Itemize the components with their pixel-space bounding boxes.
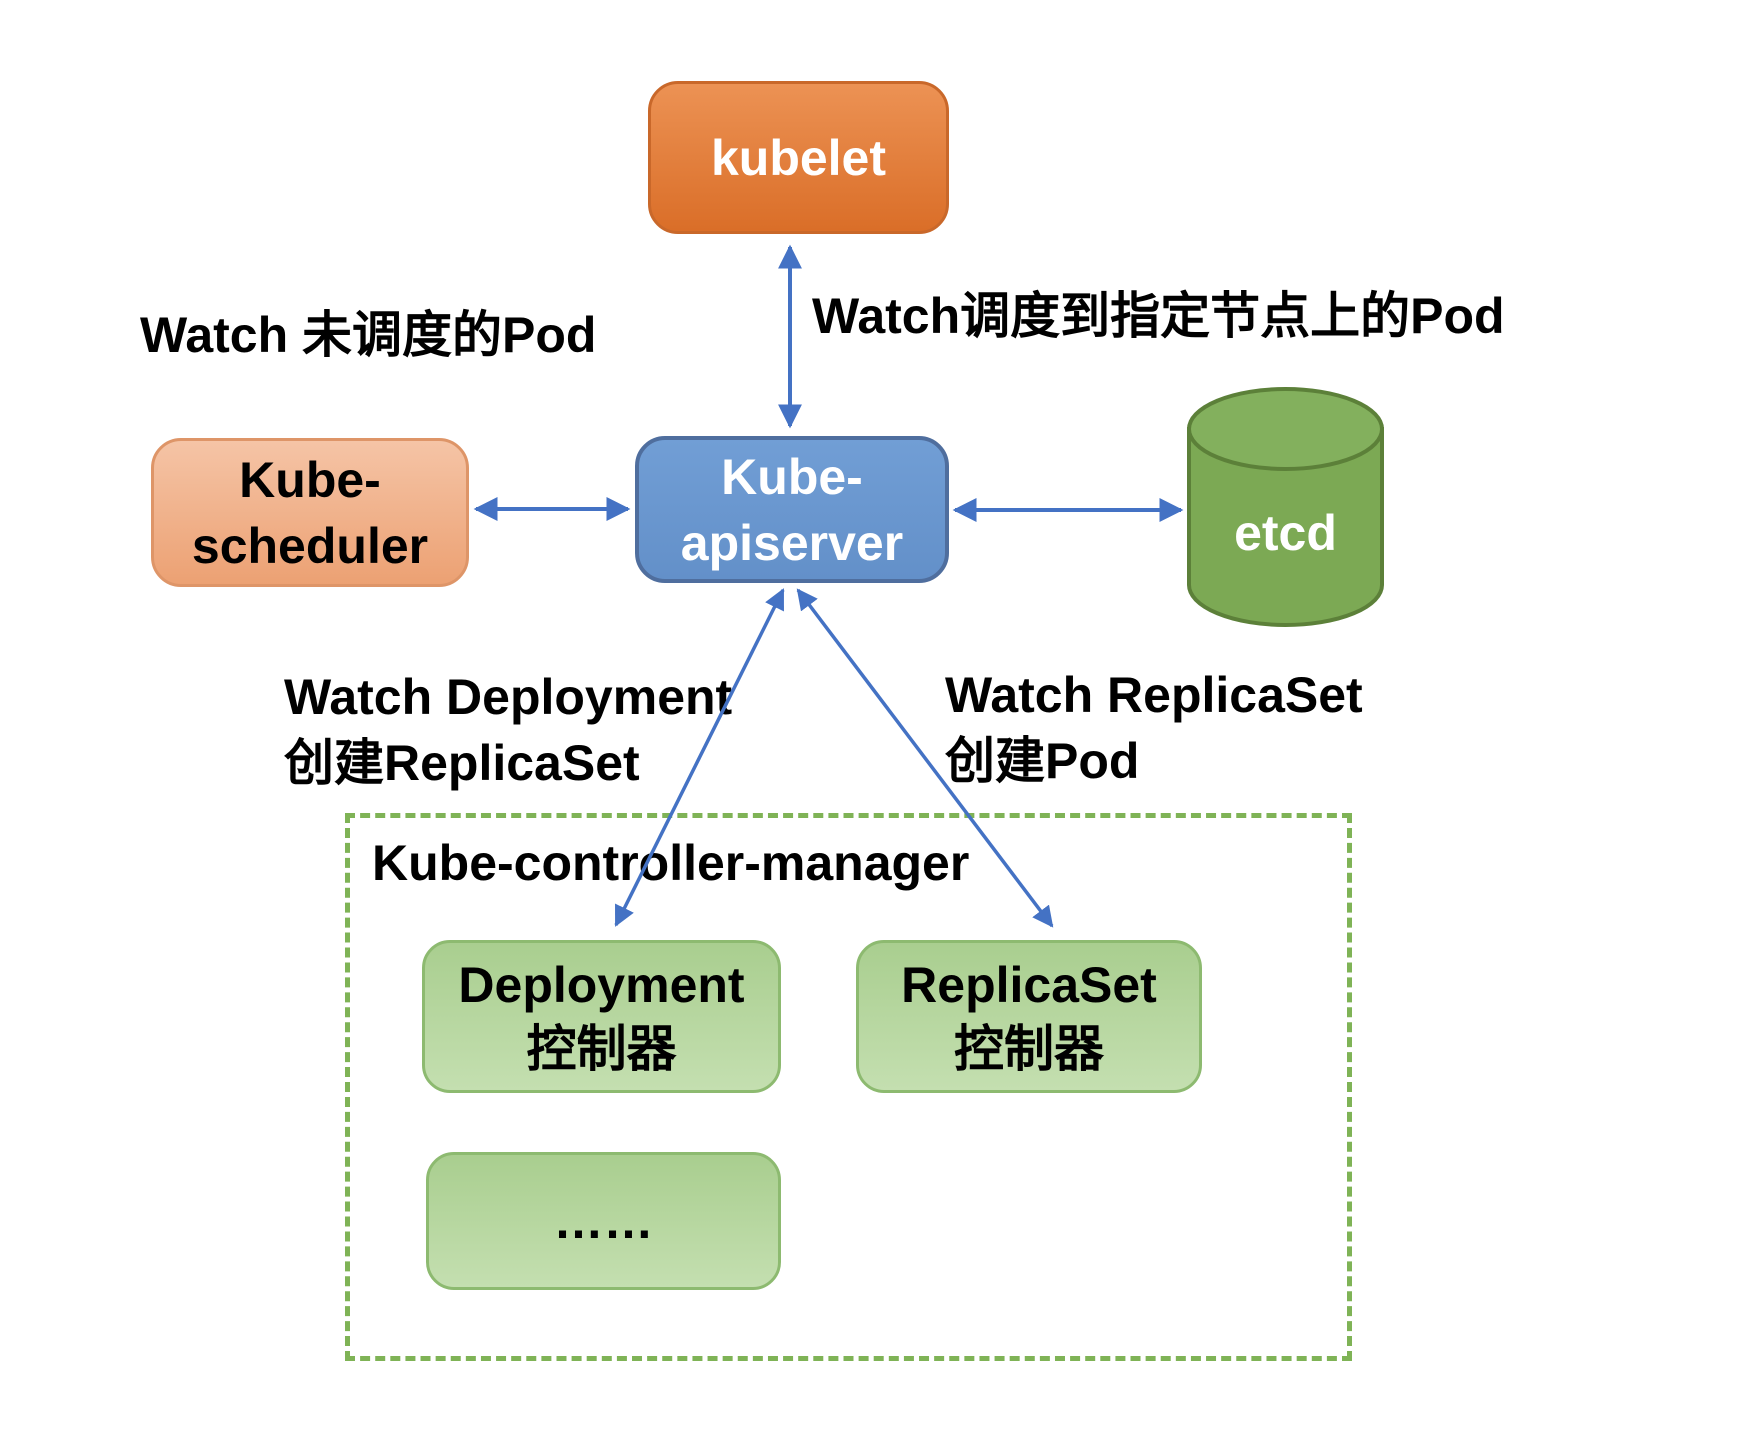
kube-apiserver-label-line1: Kube- [721, 448, 863, 505]
kube-scheduler-label-line1: Kube- [239, 451, 381, 508]
more-controllers-label: …… [553, 1193, 654, 1249]
annotation-watch-deployment: Watch Deployment 创建ReplicaSet [284, 664, 732, 796]
deployment-controller-label-line1: Deployment [458, 956, 745, 1013]
annotation-watch-replicaset: Watch ReplicaSet 创建Pod [945, 662, 1363, 794]
deployment-controller-label-line2: 控制器 [526, 1020, 677, 1077]
kube-controller-manager-label: Kube-controller-manager [372, 835, 970, 891]
etcd-cylinder-top [1187, 387, 1384, 471]
node-kubelet: kubelet [648, 81, 949, 234]
replicaset-controller-label-line2: 控制器 [954, 1020, 1104, 1077]
node-kube-scheduler: Kube- scheduler [151, 438, 469, 587]
node-more-controllers: …… [426, 1152, 781, 1290]
kubelet-label: kubelet [710, 129, 887, 186]
annotation-watch-node-pod: Watch调度到指定节点上的Pod [812, 288, 1505, 344]
node-replicaset-controller: ReplicaSet 控制器 [856, 940, 1202, 1093]
annotation-watch-deployment-line2: 创建ReplicaSet [284, 735, 640, 791]
replicaset-controller-label-line1: ReplicaSet [901, 956, 1157, 1013]
annotation-watch-unscheduled-pod: Watch 未调度的Pod [140, 307, 597, 363]
node-kube-apiserver: Kube- apiserver [635, 436, 949, 583]
kube-apiserver-label-line2: apiserver [680, 514, 904, 571]
node-deployment-controller: Deployment 控制器 [422, 940, 781, 1093]
annotation-watch-replicaset-line1: Watch ReplicaSet [945, 667, 1363, 723]
annotation-watch-replicaset-line2: 创建Pod [945, 733, 1140, 789]
node-etcd-label: etcd [1234, 505, 1337, 561]
kube-scheduler-label-line2: scheduler [191, 517, 429, 574]
annotation-watch-deployment-line1: Watch Deployment [284, 669, 733, 725]
